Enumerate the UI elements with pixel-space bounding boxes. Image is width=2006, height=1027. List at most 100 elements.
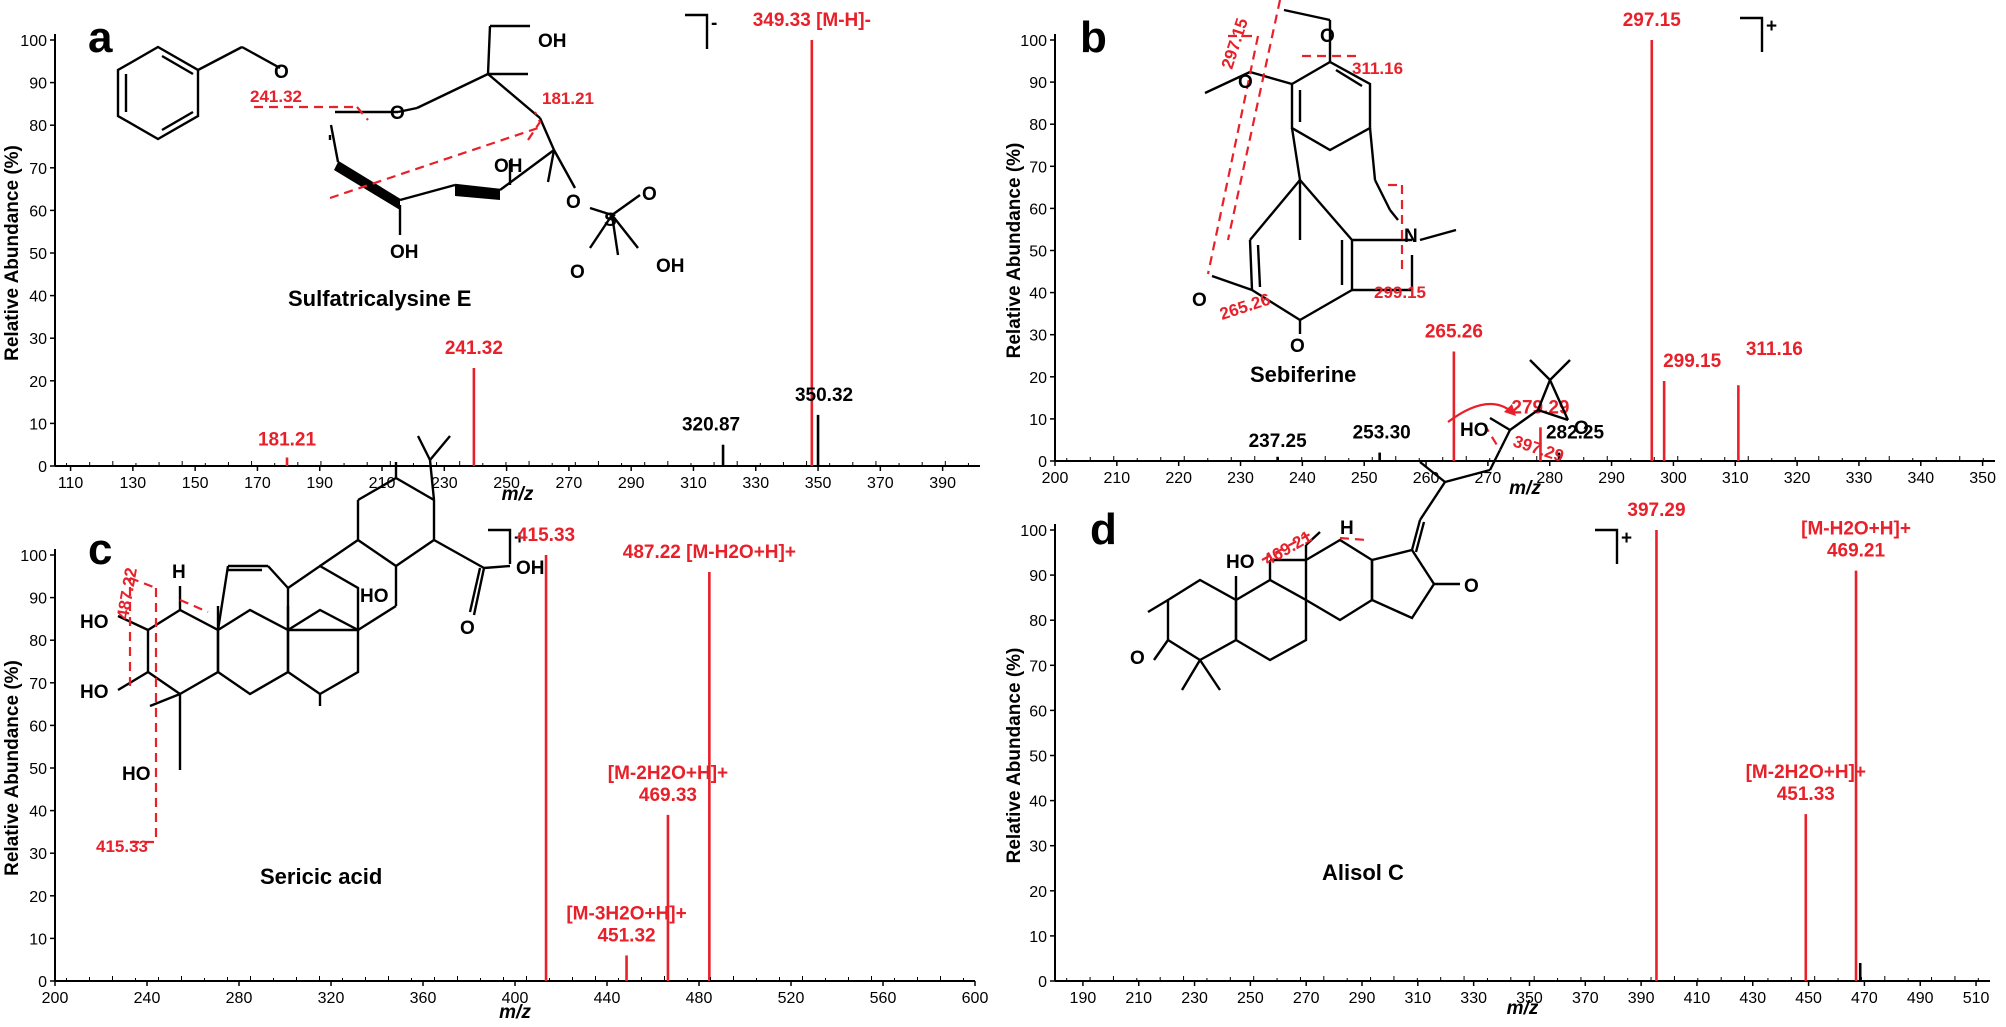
atom-o-b2: O (1238, 72, 1253, 93)
x-tick-label: 520 (778, 990, 805, 1007)
x-tick-label: 400 (502, 990, 529, 1007)
atom-o-s-top: O (642, 184, 657, 205)
peak-label: 265.26 (1425, 322, 1483, 343)
peak-label: 237.25 (1249, 431, 1308, 452)
atom-oh-s: OH (656, 256, 685, 277)
y-tick-label: 90 (29, 591, 47, 608)
y-tick-label: 50 (1029, 749, 1047, 766)
peak-label: 320.87 (682, 415, 740, 436)
x-tick-label: 260 (1413, 470, 1440, 487)
x-tick-label: 440 (594, 990, 621, 1007)
x-tick-label: 350 (1516, 990, 1543, 1007)
charge-bracket (1740, 16, 1764, 52)
structure-alisol-c (1147, 359, 1571, 691)
y-tick-label: 0 (38, 974, 47, 991)
atom-o-b3: O (1192, 290, 1207, 311)
x-tick-label: 470 (1851, 990, 1878, 1007)
y-tick-label: 60 (29, 203, 47, 220)
fragment-label-b-1: 297.15 (1218, 16, 1252, 71)
y-tick-label: 10 (29, 931, 47, 948)
compound-name-d: Alisol C (1322, 860, 1404, 885)
compound-name-a: Sulfatricalysine E (288, 286, 471, 311)
compound-name-b: Sebiferine (1250, 362, 1356, 387)
y-tick-label: 30 (1029, 328, 1047, 345)
structure-sericic-acid (117, 435, 511, 844)
y-tick-label: 40 (1029, 794, 1047, 811)
y-tick-label: 50 (29, 246, 47, 263)
y-tick-label: 40 (1029, 286, 1047, 303)
x-tick-label: 290 (618, 475, 645, 492)
x-axis-label: m/z (1509, 478, 1541, 499)
y-tick-label: 80 (1029, 613, 1047, 630)
y-tick-label: 80 (29, 633, 47, 650)
x-tick-label: 330 (1460, 990, 1487, 1007)
x-tick-label: 330 (1846, 470, 1873, 487)
peak-label: [M-3H2O+H]+451.32 (566, 903, 686, 946)
x-tick-label: 210 (369, 475, 396, 492)
fragment-label-c-1: 487.22 (113, 566, 141, 621)
x-tick-label: 250 (493, 475, 520, 492)
x-tick-label: 230 (431, 475, 458, 492)
x-tick-label: 360 (410, 990, 437, 1007)
y-tick-label: 40 (29, 804, 47, 821)
y-tick-label: 70 (1029, 658, 1047, 675)
atom-o-d-ketone1: O (1464, 576, 1479, 597)
x-tick-label: 370 (1572, 990, 1599, 1007)
fragment-label-c-2: 415.33 (96, 837, 148, 856)
y-tick-label: 90 (1029, 75, 1047, 92)
y-tick-label: 20 (1029, 370, 1047, 387)
x-tick-label: 240 (1289, 470, 1316, 487)
peak-label: 297.15 (1623, 10, 1682, 31)
peak-label: 349.33 [M-H]- (753, 10, 871, 31)
x-tick-label: 560 (870, 990, 897, 1007)
y-tick-label: 70 (1029, 159, 1047, 176)
x-tick-label: 310 (680, 475, 707, 492)
x-tick-label: 210 (1103, 470, 1130, 487)
x-tick-label: 450 (1795, 990, 1822, 1007)
panel-label: c (88, 525, 112, 574)
x-tick-label: 230 (1227, 470, 1254, 487)
x-tick-label: 320 (1784, 470, 1811, 487)
y-tick-label: 90 (29, 76, 47, 93)
y-tick-label: 80 (1029, 117, 1047, 134)
x-tick-label: 310 (1722, 470, 1749, 487)
x-tick-label: 270 (1475, 470, 1502, 487)
x-tick-label: 170 (244, 475, 271, 492)
x-tick-label: 510 (1963, 990, 1990, 1007)
atom-n-b: N (1404, 226, 1418, 247)
y-tick-label: 80 (29, 118, 47, 135)
x-tick-label: 390 (929, 475, 956, 492)
x-tick-label: 330 (742, 475, 769, 492)
fragment-label-b-2: 311.16 (1352, 59, 1403, 78)
atom-ho-c4: HO (80, 682, 109, 703)
x-tick-label: 320 (318, 990, 345, 1007)
x-tick-label: 200 (1042, 470, 1069, 487)
y-tick-label: 10 (29, 416, 47, 433)
peak-label: 181.21 (258, 429, 317, 450)
atom-oh-ring-mid: OH (494, 156, 523, 177)
y-tick-label: 100 (20, 548, 47, 565)
x-axis-label: m/z (502, 484, 534, 505)
x-tick-label: 250 (1351, 470, 1378, 487)
x-tick-label: 270 (1293, 990, 1320, 1007)
x-tick-label: 200 (42, 990, 69, 1007)
x-axis-label: m/z (1507, 998, 1539, 1019)
x-tick-label: 130 (120, 475, 147, 492)
y-tick-label: 70 (29, 161, 47, 178)
charge-bracket (685, 13, 709, 49)
x-tick-label: 300 (1660, 470, 1687, 487)
x-tick-label: 190 (1070, 990, 1097, 1007)
x-tick-label: 370 (867, 475, 894, 492)
x-tick-label: 430 (1739, 990, 1766, 1007)
compound-name-c: Sericic acid (260, 864, 382, 889)
x-tick-label: 390 (1628, 990, 1655, 1007)
panel-label: a (88, 13, 113, 62)
structure-sulfatricalysine-e (116, 24, 641, 256)
structure-sebiferine (1204, 0, 1457, 334)
x-tick-label: 290 (1349, 990, 1376, 1007)
peak-label: 487.22 [M-H2O+H]+ (623, 542, 796, 563)
x-tick-label: 190 (306, 475, 333, 492)
